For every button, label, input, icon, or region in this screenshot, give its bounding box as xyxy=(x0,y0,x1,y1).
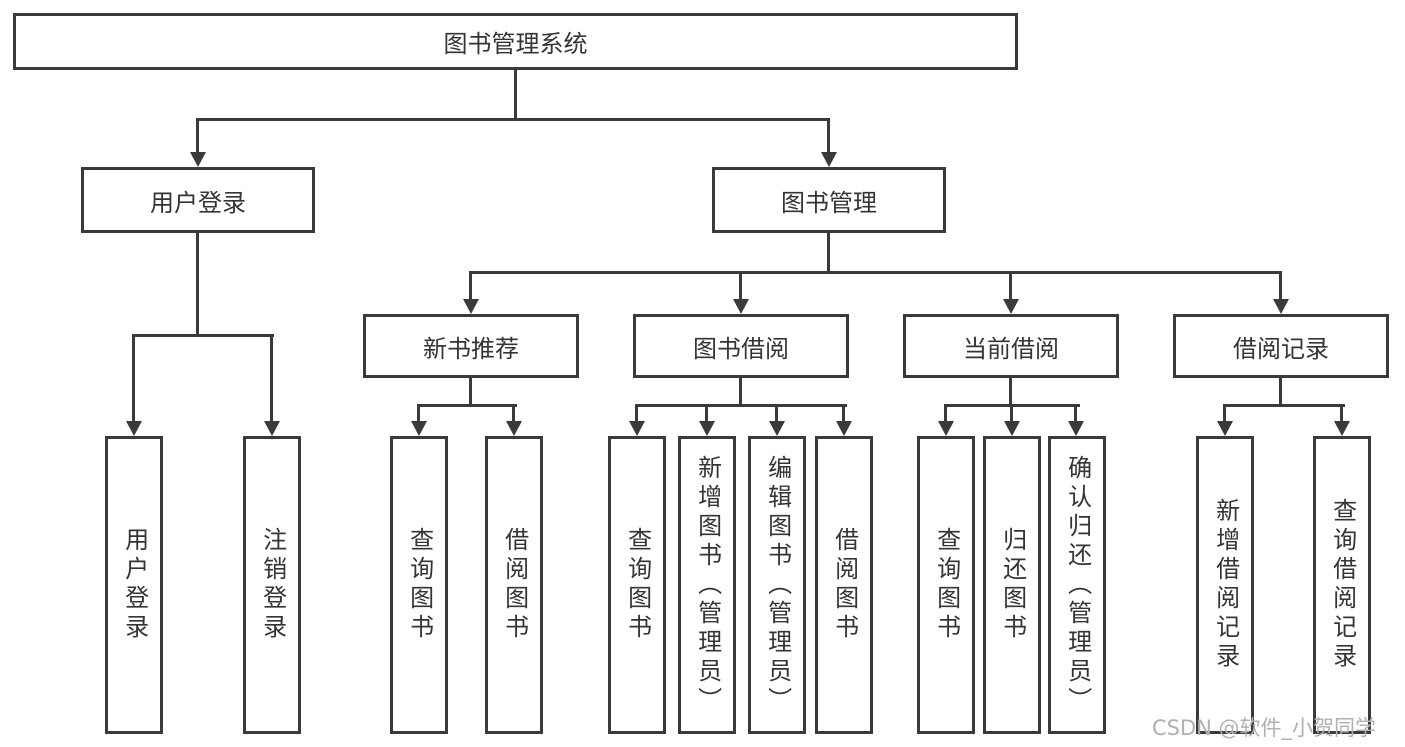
connector-mgmt-shaft-4 xyxy=(1279,271,1282,302)
leaf-logout-label: 注销登录 xyxy=(258,527,287,643)
connector-mgmt-shaft-2 xyxy=(739,271,742,302)
arrow-down-icon xyxy=(506,421,522,436)
leaf-confirm-return-admin: 确认归还（管理员） xyxy=(1048,436,1106,734)
connector-root-to-mgmt-shaft xyxy=(827,118,830,156)
arrow-down-icon xyxy=(769,421,785,436)
arrow-down-icon xyxy=(1068,421,1084,436)
arrow-down-icon xyxy=(836,421,852,436)
connector-borrowing-bar xyxy=(635,404,847,407)
leaf-add-books-admin-label: 新增图书（管理员） xyxy=(693,454,722,716)
arrow-down-icon xyxy=(190,152,206,167)
leaf-query-books-1: 查询图书 xyxy=(390,436,448,734)
arrow-down-icon xyxy=(699,421,715,436)
connector-borrowing-shaft-4 xyxy=(842,404,845,423)
node-book-borrowing: 图书借阅 xyxy=(633,314,849,378)
connector-records-shaft-1 xyxy=(1223,404,1226,423)
node-root-library-system: 图书管理系统 xyxy=(13,13,1018,70)
leaf-user-login-label: 用户登录 xyxy=(120,527,149,643)
node-user-login: 用户登录 xyxy=(81,167,315,233)
leaf-logout: 注销登录 xyxy=(243,436,301,734)
arrow-down-icon xyxy=(126,421,142,436)
leaf-borrow-books-1-label: 借阅图书 xyxy=(500,527,529,643)
connector-borrowing-stem xyxy=(739,378,742,407)
leaf-query-books-3-label: 查询图书 xyxy=(932,527,961,643)
connector-recommend-bar xyxy=(417,404,517,407)
connector-recommend-shaft-2 xyxy=(512,404,515,423)
arrow-down-icon xyxy=(733,299,749,314)
arrow-down-icon xyxy=(1273,299,1289,314)
arrow-down-icon xyxy=(938,421,954,436)
leaf-query-books-1-label: 查询图书 xyxy=(405,527,434,643)
connector-root-to-login-shaft xyxy=(196,118,199,156)
leaf-return-books-label: 归还图书 xyxy=(998,527,1027,643)
arrow-down-icon xyxy=(629,421,645,436)
leaf-add-books-admin: 新增图书（管理员） xyxy=(678,436,736,734)
leaf-query-borrow-record-label: 查询借阅记录 xyxy=(1328,498,1357,672)
leaf-edit-books-admin-label: 编辑图书（管理员） xyxy=(763,454,792,716)
leaf-query-books-3: 查询图书 xyxy=(917,436,975,734)
leaf-query-books-2-label: 查询图书 xyxy=(623,527,652,643)
leaf-add-borrow-record: 新增借阅记录 xyxy=(1196,436,1254,734)
connector-current-shaft-1 xyxy=(944,404,947,423)
node-current-borrowing: 当前借阅 xyxy=(903,314,1119,378)
node-borrowing-records: 借阅记录 xyxy=(1173,314,1389,378)
leaf-borrow-books-1: 借阅图书 xyxy=(485,436,543,734)
arrow-down-icon xyxy=(264,421,280,436)
csdn-watermark: CSDN @软件_小贺同学 xyxy=(1152,716,1377,740)
connector-borrowing-shaft-2 xyxy=(705,404,708,423)
arrow-down-icon xyxy=(1003,299,1019,314)
connector-login-shaft-1 xyxy=(132,334,135,423)
connector-borrowing-shaft-3 xyxy=(775,404,778,423)
connector-records-bar xyxy=(1223,404,1345,407)
arrow-down-icon xyxy=(1004,421,1020,436)
arrow-down-icon xyxy=(821,152,837,167)
node-book-management: 图书管理 xyxy=(712,167,946,233)
connector-recommend-shaft-1 xyxy=(417,404,420,423)
connector-login-shaft-2 xyxy=(270,334,273,423)
connector-root-stem xyxy=(514,69,517,120)
connector-mgmt-shaft-3 xyxy=(1009,271,1012,302)
arrow-down-icon xyxy=(1334,421,1350,436)
leaf-user-login: 用户登录 xyxy=(105,436,163,734)
leaf-borrow-books-2-label: 借阅图书 xyxy=(830,527,859,643)
leaf-query-books-2: 查询图书 xyxy=(608,436,666,734)
arrow-down-icon xyxy=(411,421,427,436)
leaf-borrow-books-2: 借阅图书 xyxy=(815,436,873,734)
connector-login-bar xyxy=(132,334,274,337)
connector-records-shaft-2 xyxy=(1340,404,1343,423)
leaf-edit-books-admin: 编辑图书（管理员） xyxy=(748,436,806,734)
arrow-down-icon xyxy=(463,299,479,314)
connector-current-shaft-2 xyxy=(1010,404,1013,423)
connector-root-bar xyxy=(196,118,830,121)
connector-login-stem xyxy=(196,232,199,337)
leaf-add-borrow-record-label: 新增借阅记录 xyxy=(1211,498,1240,672)
connector-mgmt-shaft-1 xyxy=(469,271,472,302)
node-new-book-recommend: 新书推荐 xyxy=(363,314,579,378)
connector-borrowing-shaft-1 xyxy=(635,404,638,423)
connector-mgmt-stem xyxy=(827,233,830,273)
connector-recommend-stem xyxy=(469,378,472,407)
connector-current-stem xyxy=(1009,378,1012,407)
connector-mgmt-bar xyxy=(469,271,1282,274)
connector-current-shaft-3 xyxy=(1074,404,1077,423)
connector-records-stem xyxy=(1279,378,1282,407)
leaf-confirm-return-admin-label: 确认归还（管理员） xyxy=(1063,454,1092,716)
arrow-down-icon xyxy=(1217,421,1233,436)
leaf-query-borrow-record: 查询借阅记录 xyxy=(1313,436,1371,734)
leaf-return-books: 归还图书 xyxy=(983,436,1041,734)
